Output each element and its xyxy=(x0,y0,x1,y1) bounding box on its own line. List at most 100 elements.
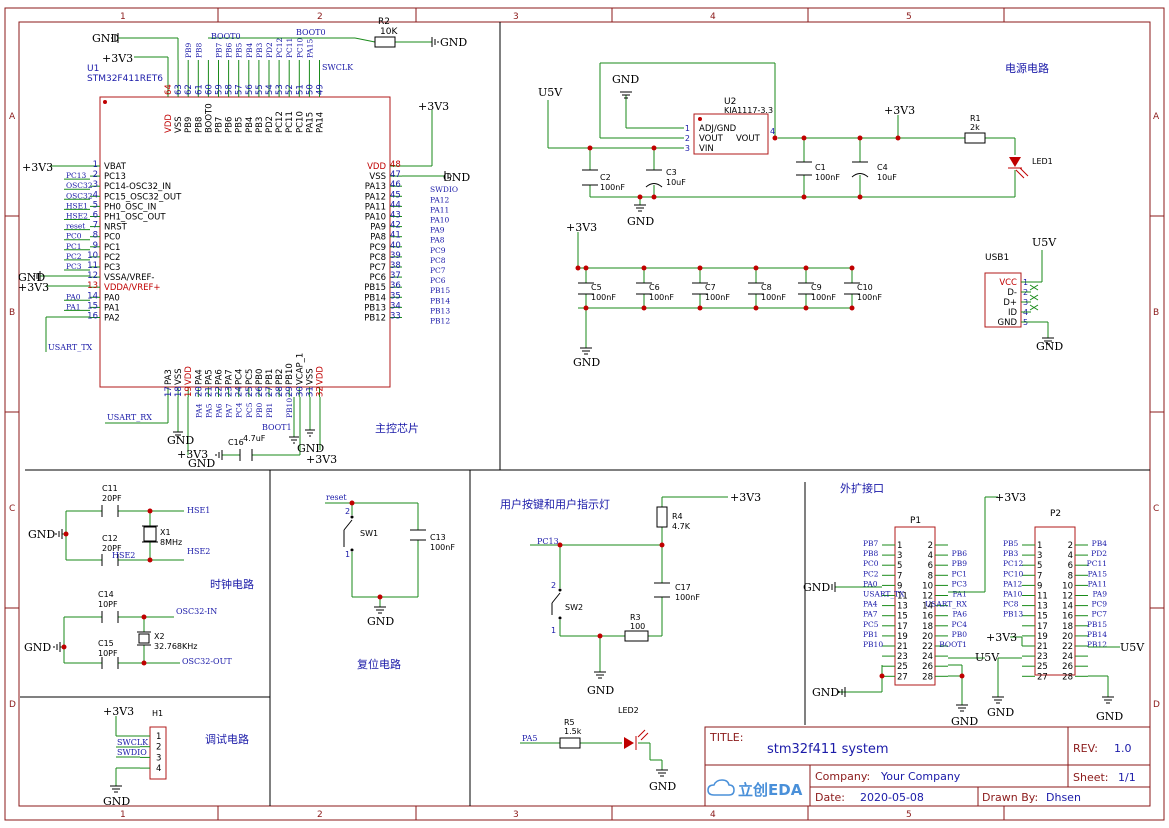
h1-pin-number: 1 xyxy=(156,732,161,742)
u1-pin-name: PC5 xyxy=(245,369,255,385)
sw2-ref: SW2 xyxy=(565,603,583,612)
h1-pin-number: 2 xyxy=(156,743,161,753)
r2-val: 10K xyxy=(380,27,398,37)
u1-pin-number: 54 xyxy=(265,84,275,95)
u2-pin-number: 1 xyxy=(685,124,690,133)
u1-pin-number: 48 xyxy=(390,160,401,170)
u1-pin-name: VSS xyxy=(369,172,386,182)
x2-val: 32.768KHz xyxy=(154,642,197,651)
u1-net-label: PD2 xyxy=(265,42,274,58)
frame-column-label: 5 xyxy=(906,12,912,22)
u1-net-label: PB5 xyxy=(235,42,244,58)
gnd-symbols-u1 xyxy=(33,33,452,460)
u1-pin-number: 59 xyxy=(215,84,225,95)
header-net-label: PC7 xyxy=(1091,610,1107,619)
frame-column-label: 3 xyxy=(513,810,519,820)
u1-pin-name: PA7 xyxy=(225,369,235,385)
header-net-label: PB8 xyxy=(863,549,879,558)
u1-pin-number: 49 xyxy=(316,84,326,95)
u1-pin-number: 56 xyxy=(245,84,255,95)
c2-ref: C2 xyxy=(600,173,611,182)
header-pin-number: 4 xyxy=(928,551,933,561)
u1-net-label: PC13 xyxy=(66,171,87,180)
header-pin-number: 2 xyxy=(928,541,933,551)
u1-pin-number: 42 xyxy=(390,221,401,231)
u5v-label-p1: U5V xyxy=(975,651,1000,664)
u1-pin-number: 37 xyxy=(390,271,401,281)
header-pin-number: 3 xyxy=(1037,551,1042,561)
header-net-label: PA15 xyxy=(1088,569,1108,578)
r3-ref: R3 xyxy=(630,613,641,622)
u1-pin-number: 10 xyxy=(87,251,98,261)
u1-net-label: PC10 xyxy=(295,37,304,58)
header-net-label: PC5 xyxy=(863,620,879,629)
cap-ref: C10 xyxy=(857,283,873,292)
u1-pin-number: 20 xyxy=(194,386,204,397)
u1-pin-number: 64 xyxy=(164,84,174,95)
v33-label-power: +3V3 xyxy=(884,104,915,117)
frame-column-label: 1 xyxy=(120,810,126,820)
u1-pin-number: 29 xyxy=(285,386,295,397)
frame-column-label: 4 xyxy=(710,12,716,22)
c3-ref: C3 xyxy=(666,168,677,177)
u1-pin-name: PC0 xyxy=(104,233,120,243)
header-pin-number: 9 xyxy=(1037,581,1042,591)
gnd-label-p1-right: GND xyxy=(951,715,978,728)
drawn-value: Dhsen xyxy=(1046,791,1081,804)
drawn-label: Drawn By: xyxy=(982,791,1038,804)
gnd-symbol xyxy=(1042,337,1054,345)
junction-dot xyxy=(641,265,647,271)
gnd-label-p1-bottom: GND xyxy=(812,686,839,699)
r3-val: 100 xyxy=(630,622,645,631)
header-pin-number: 11 xyxy=(1037,592,1048,602)
header-net-label: PC1 xyxy=(951,569,967,578)
header-pin-number: 28 xyxy=(922,672,933,682)
v33-label-p1: +3V3 xyxy=(995,491,1026,504)
frame-column-label: 1 xyxy=(120,12,126,22)
v33-label-p2: +3V3 xyxy=(986,631,1017,644)
swdio-net-debug: SWDIO xyxy=(117,748,147,757)
c11-val: 20PF xyxy=(102,494,122,503)
u1-pin-name: PB15 xyxy=(364,283,386,293)
header-pin-number: 15 xyxy=(897,612,908,622)
u1-wiring xyxy=(40,37,445,456)
boot1-net: BOOT1 xyxy=(262,423,292,432)
header-pin-number: 25 xyxy=(897,662,908,672)
section-title-expansion: 外扩接口 xyxy=(840,481,884,495)
osc32-in-net: OSC32-IN xyxy=(176,607,217,616)
u1-pin-name: NRST xyxy=(104,223,128,233)
header-pin-number: 12 xyxy=(1062,592,1073,602)
u1-pin-number: 6 xyxy=(93,211,98,221)
decoupling-caps: C5100nFC6100nFC7100nFC8100nFC9100nFC1010… xyxy=(575,232,882,348)
u1-net-label: PA8 xyxy=(430,236,445,245)
frame-column-label: 3 xyxy=(513,12,519,22)
r5-ref: R5 xyxy=(564,718,575,727)
v33-label-user: +3V3 xyxy=(730,491,761,504)
u1-pin-name: PA12 xyxy=(365,192,386,202)
u1-pin-name: PB5 xyxy=(235,117,245,133)
u1-net-label: PC1 xyxy=(66,242,82,251)
u1-net-label: PC8 xyxy=(430,256,446,265)
header-net-label: PB13 xyxy=(1003,610,1023,619)
c13-ref: C13 xyxy=(430,533,446,542)
u1-net-label: PB7 xyxy=(215,42,224,58)
header-pin-number: 22 xyxy=(1062,642,1073,652)
header-pin-number: 5 xyxy=(1037,561,1042,571)
header-net-label: PC0 xyxy=(863,559,879,568)
junction-dot xyxy=(697,265,703,271)
x1-val: 8MHz xyxy=(160,538,182,547)
header-net-label: PA10 xyxy=(1003,590,1023,599)
header-net-label: PA7 xyxy=(863,610,878,619)
cap-ref: C9 xyxy=(811,283,822,292)
gnd-label-power-bottom: GND xyxy=(627,215,654,228)
boot0-net-top: BOOT0 xyxy=(211,32,241,41)
u1-pin-name: PC14-OSC32_IN xyxy=(104,182,171,192)
h1-ref: H1 xyxy=(152,709,163,718)
u1-pin-name: PA9 xyxy=(370,223,386,233)
u1-pin-number: 15 xyxy=(87,301,98,311)
u1-pin-name: PC13 xyxy=(104,172,126,182)
junction-dot xyxy=(803,265,809,271)
c4-ref: C4 xyxy=(877,163,888,172)
